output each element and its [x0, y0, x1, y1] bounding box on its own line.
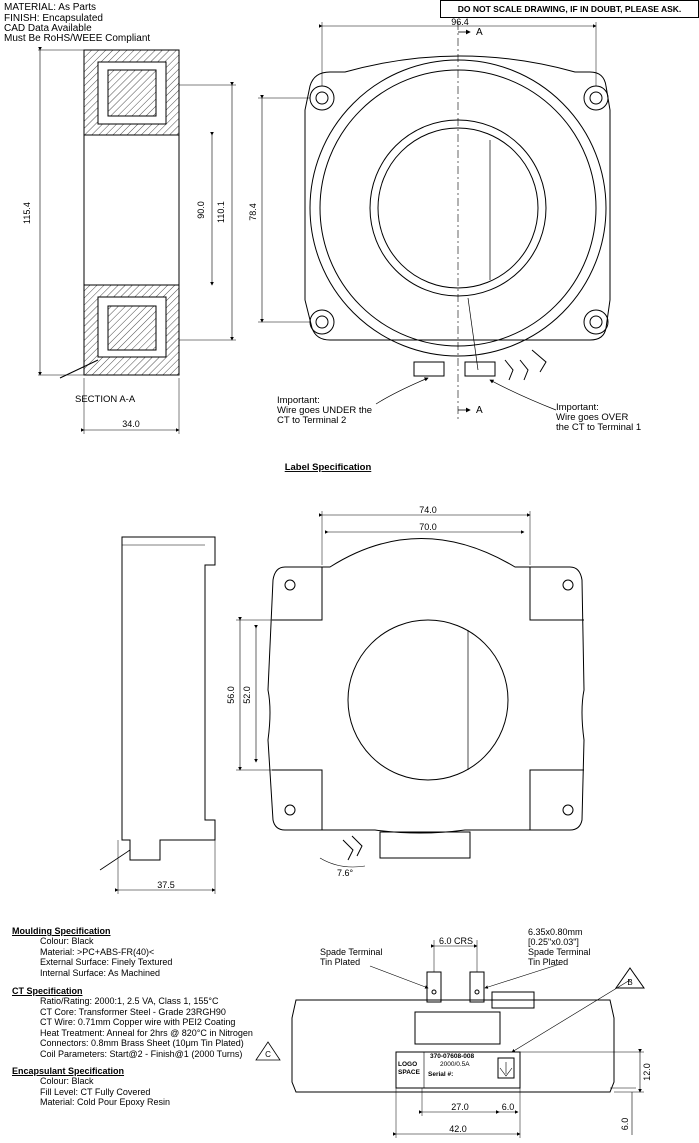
ct-spec-line: Ratio/Rating: 2000:1, 2.5 VA, Class 1, 1… — [40, 996, 219, 1006]
label-part-number: 370-07608-008 — [430, 1053, 474, 1060]
ct-front-view — [258, 22, 611, 420]
svg-text:Wire goes UNDER the: Wire goes UNDER the — [277, 405, 372, 416]
encapsulant-spec-line: Colour: Black — [40, 1076, 94, 1086]
svg-text:6.35x0.80mm: 6.35x0.80mm — [528, 927, 583, 937]
note-wire-under: Important: Wire goes UNDER the CT to Ter… — [277, 395, 372, 426]
dim-6-0-a: 6.0 — [502, 1102, 515, 1112]
ct-spec: CT Specification Ratio/Rating: 2000:1, 2… — [12, 986, 253, 1059]
moulding-spec-line: Material: >PC+ABS-FR(40)< — [40, 946, 155, 957]
spade-right-note: 6.35x0.80mm [0.25"x0.03"] Spade Terminal… — [528, 927, 590, 967]
section-marker-bottom: A — [476, 405, 483, 416]
dim-96-4: 96.4 — [451, 17, 469, 27]
dim-70-0: 70.0 — [419, 522, 437, 532]
svg-text:Wire goes OVER: Wire goes OVER — [556, 412, 628, 423]
ct-label-front-view — [236, 511, 585, 868]
dim-56-0: 56.0 — [226, 686, 236, 704]
moulding-spec-line: Colour: Black — [40, 936, 94, 946]
dim-115-4: 115.4 — [22, 202, 32, 224]
moulding-spec: Moulding Specification Colour: Black Mat… — [12, 926, 172, 978]
ct-spec-line: Heat Treatment: Anneal for 2hrs @ 820°C … — [40, 1027, 253, 1038]
material-note: MATERIAL: As Parts — [4, 2, 97, 13]
ct-spec-line: CT Core: Transformer Steel - Grade 23RGH… — [40, 1006, 226, 1017]
dim-12-0: 12.0 — [642, 1063, 652, 1081]
note-wire-over: Important: Wire goes OVER the CT to Term… — [556, 402, 641, 433]
dim-34-0: 34.0 — [122, 419, 140, 429]
encapsulant-spec-line: Material: Cold Pour Epoxy Resin — [40, 1097, 171, 1107]
scale-warning: DO NOT SCALE DRAWING, IF IN DOUBT, PLEAS… — [457, 4, 682, 14]
label-rating: 2000/0.5A — [440, 1061, 470, 1068]
section-view — [38, 47, 236, 434]
moulding-spec-line: Internal Surface: As Machined — [40, 967, 161, 978]
label-logo-2: SPACE — [398, 1069, 421, 1076]
svg-text:Important:: Important: — [277, 395, 320, 406]
spade-left-note: Spade Terminal Tin Plated — [320, 947, 382, 967]
dim-crs: 6.0 CRS — [439, 936, 473, 946]
svg-text:[0.25"x0.03"]: [0.25"x0.03"] — [528, 937, 579, 947]
revision-b-triangle: B — [627, 978, 632, 987]
svg-text:Tin Plated: Tin Plated — [320, 957, 360, 967]
ct-spec-title: CT Specification — [12, 986, 83, 996]
encapsulant-spec: Encapsulant Specification Colour: Black … — [12, 1066, 170, 1108]
dim-6-0-b: 6.0 — [620, 1118, 630, 1131]
ct-spec-line: CT Wire: 0.71mm Copper wire with PEI2 Co… — [40, 1017, 236, 1027]
dim-42-0: 42.0 — [449, 1124, 467, 1134]
revision-c-label: C — [265, 1050, 271, 1059]
dim-7-6: 7.6° — [337, 868, 354, 878]
svg-text:the CT to Terminal 1: the CT to Terminal 1 — [556, 422, 641, 433]
moulding-spec-title: Moulding Specification — [12, 926, 111, 936]
section-marker-top: A — [476, 27, 483, 38]
svg-text:CT to Terminal 2: CT to Terminal 2 — [277, 415, 346, 426]
ct-spec-line: Connectors: 0.8mm Brass Sheet (10μm Tin … — [40, 1038, 244, 1048]
label-logo-1: LOGO — [398, 1061, 417, 1068]
label-spec-title: Label Specification — [285, 462, 372, 473]
moulding-spec-line: External Surface: Finely Textured — [40, 957, 173, 967]
svg-text:Spade Terminal: Spade Terminal — [528, 947, 590, 957]
ct-spec-line: Coil Parameters: Start@2 - Finish@1 (200… — [40, 1048, 243, 1059]
dim-52-0: 52.0 — [242, 686, 252, 704]
dim-74-0: 74.0 — [419, 505, 437, 515]
revision-c-triangle — [255, 1041, 281, 1061]
ct-side-view — [99, 536, 216, 894]
finish-note: FINISH: Encapsulated — [4, 13, 103, 24]
cad-note: CAD Data Available — [4, 23, 92, 34]
svg-text:Spade Terminal: Spade Terminal — [320, 947, 382, 957]
ct-label-bottom-view — [291, 940, 645, 1138]
rohs-note: Must Be RoHS/WEEE Compliant — [4, 33, 151, 44]
dim-37-5: 37.5 — [157, 880, 175, 890]
dim-27-0: 27.0 — [451, 1102, 469, 1112]
dim-78-4: 78.4 — [248, 203, 258, 221]
encapsulant-spec-title: Encapsulant Specification — [12, 1066, 125, 1076]
label-serial: Serial #: — [428, 1071, 453, 1078]
encapsulant-spec-line: Fill Level: CT Fully Covered — [40, 1086, 151, 1097]
svg-text:Tin Plated: Tin Plated — [528, 957, 568, 967]
svg-text:Important:: Important: — [556, 402, 599, 413]
section-label: SECTION A-A — [75, 394, 136, 405]
dim-110-1: 110.1 — [216, 201, 226, 223]
dim-90-0: 90.0 — [196, 201, 206, 219]
